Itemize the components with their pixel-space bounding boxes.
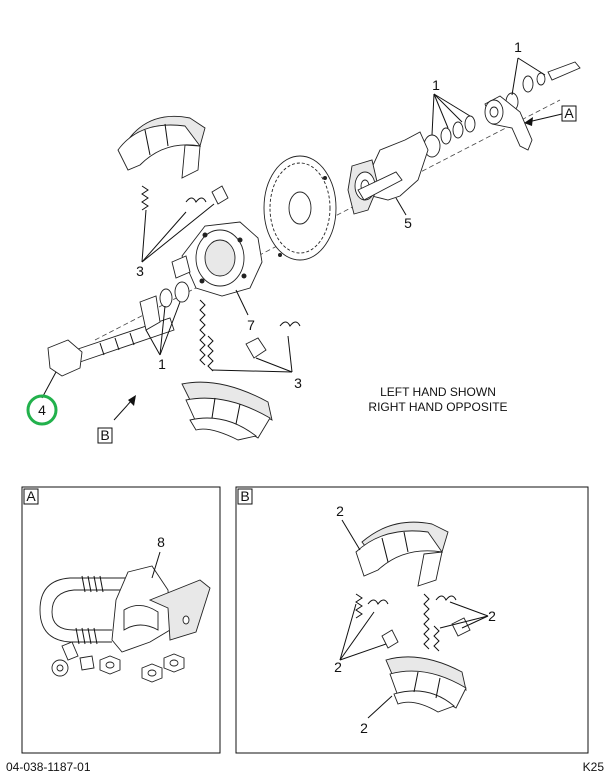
ref-box-b-panel — [237, 488, 253, 505]
callout-4-highlight-ring[interactable] — [26, 394, 58, 426]
panel-b-frame — [235, 486, 589, 754]
callout-7: 7 — [247, 317, 255, 333]
detail-panel-a: A 8 — [21, 486, 221, 754]
ref-box-b-main — [97, 427, 113, 444]
camshaft-washers — [139, 281, 190, 331]
callout-2-bottom: 2 — [360, 720, 368, 736]
note-line-2: RIGHT HAND OPPOSITE — [368, 400, 507, 414]
callout-8: 8 — [157, 534, 165, 550]
callout-2-right: 2 — [488, 608, 496, 624]
ref-arrows — [113, 113, 563, 421]
callout-1-top: 1 — [514, 39, 522, 55]
drawing-number: 04-038-1187-01 — [6, 760, 91, 774]
ref-b-panel: B — [240, 488, 249, 504]
main-leader-lines — [41, 57, 546, 399]
callout-2-left: 2 — [334, 659, 342, 675]
right-end-hardware — [423, 61, 581, 158]
ref-a-panel: A — [26, 488, 36, 504]
chamber-bracket — [347, 131, 429, 215]
callout-1-mid: 1 — [432, 77, 440, 93]
ref-box-a-main — [561, 105, 577, 122]
assembly-axis — [94, 99, 561, 341]
panel-a-frame — [21, 486, 221, 754]
callout-3-right: 3 — [294, 375, 302, 391]
upper-springs — [141, 185, 229, 211]
main-exploded-view: 1 1 1 3 3 5 7 4 A B LEFT HAND SHOWN RIGH… — [26, 39, 581, 444]
ref-box-a-panel — [23, 488, 39, 505]
detail-panel-b: B 2 2 2 2 — [235, 486, 589, 754]
sheet-code: K25 — [583, 760, 605, 774]
leader-8 — [151, 551, 161, 579]
dust-shield — [263, 155, 337, 261]
brake-spider — [171, 221, 263, 297]
callout-2-top: 2 — [336, 503, 344, 519]
ref-b-main: B — [100, 427, 109, 443]
upper-brake-shoe — [117, 115, 206, 179]
callout-1-left: 1 — [158, 356, 166, 372]
camshaft — [47, 317, 175, 377]
callout-5: 5 — [404, 215, 412, 231]
lower-springs — [199, 299, 301, 372]
ref-a-main: A — [564, 105, 574, 121]
lower-brake-shoe — [181, 381, 273, 441]
callout-3-left: 3 — [136, 263, 144, 279]
note-line-1: LEFT HAND SHOWN — [380, 385, 496, 399]
callout-4[interactable]: 4 — [38, 402, 46, 418]
